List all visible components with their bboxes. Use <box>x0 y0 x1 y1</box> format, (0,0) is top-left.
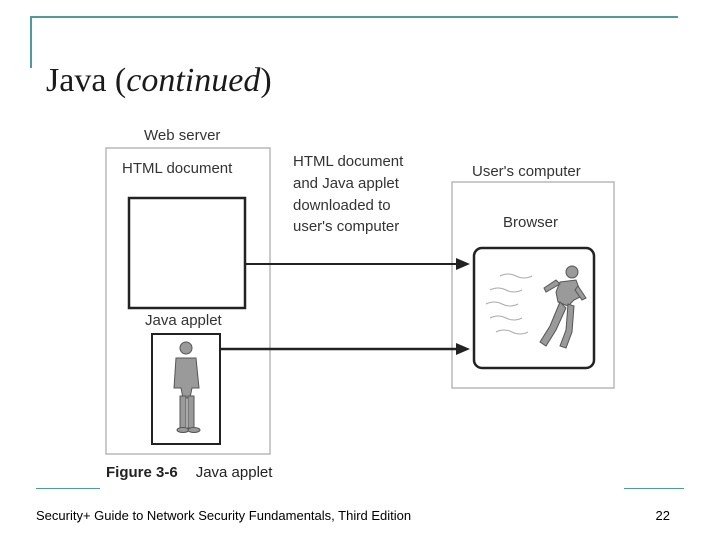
left-rule <box>30 16 32 68</box>
java-applet-label: Java applet <box>145 312 222 329</box>
browser-running-person-icon <box>539 265 587 349</box>
browser-box <box>472 246 596 370</box>
html-document-label: HTML document <box>122 160 233 177</box>
bottom-rule-left <box>36 488 100 489</box>
html-transfer-arrowhead <box>456 258 470 270</box>
figure-caption-text: Java applet <box>195 464 273 481</box>
bottom-rule-right <box>624 488 684 489</box>
html-document-box <box>127 196 247 310</box>
figure-number: Figure 3-6 <box>106 464 178 481</box>
applet-transfer-arrowhead <box>456 343 470 355</box>
web-server-label: Web server <box>144 127 221 144</box>
applet-person-icon <box>173 341 201 433</box>
transfer-label-line-2: and Java applet <box>293 175 399 192</box>
slide-title: Java (continued) <box>46 62 272 99</box>
top-rule <box>30 16 678 18</box>
page-number: 22 <box>655 508 670 523</box>
figure-caption: Figure 3-6 Java applet <box>106 464 272 481</box>
transfer-label-line-3: downloaded to <box>293 197 391 214</box>
users-computer-label: User's computer <box>472 163 581 180</box>
transfer-label-line-4: user's computer <box>293 218 400 235</box>
footer-text: Security+ Guide to Network Security Fund… <box>36 508 412 523</box>
transfer-label-line-1: HTML document <box>293 153 404 170</box>
motion-lines-icon <box>485 273 533 335</box>
browser-label: Browser <box>503 214 559 231</box>
